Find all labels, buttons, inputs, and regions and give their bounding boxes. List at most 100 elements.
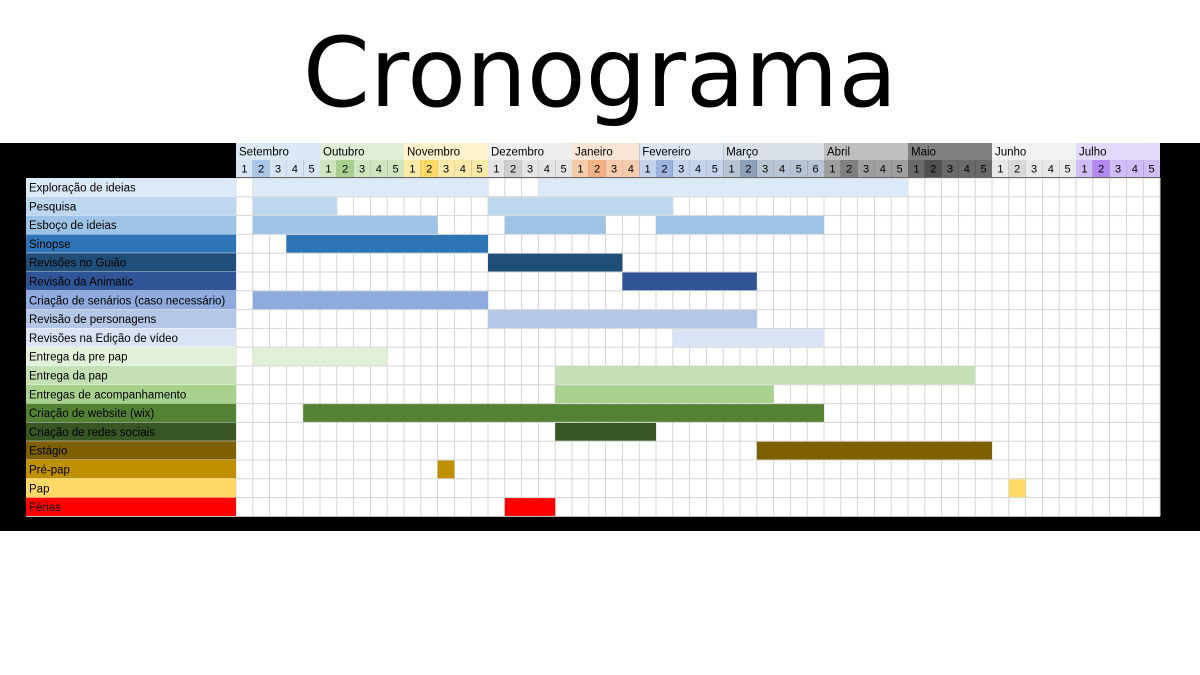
week-label: 1 [325,164,331,176]
week-header-cell [269,160,287,177]
week-header-cell [790,160,808,177]
week-header-cell [740,160,757,177]
week-header-cell [286,160,304,177]
month-label: Novembro [407,147,460,159]
week-label: 3 [762,164,768,176]
week-label: 1 [829,164,835,176]
task-label: Férias [29,502,61,514]
task-bar [538,178,908,197]
month-header-cell [404,143,488,160]
task-label: Pesquisa [29,201,77,213]
task-bar [622,272,757,291]
week-header-cell [420,160,438,177]
task-label-cell [26,403,236,423]
week-label: 1 [1081,164,1087,176]
task-bar [756,441,992,460]
week-header-cell [639,160,656,177]
week-label: 2 [846,164,852,176]
task-label-cell [26,328,236,348]
week-header-cell [538,160,556,177]
week-header-cell [857,160,875,177]
month-label: Março [726,147,758,159]
task-label-cell [26,272,236,291]
task-bar [488,310,757,328]
week-label: 5 [897,164,903,176]
task-bar [252,291,488,310]
week-label: 2 [342,164,348,176]
task-bar [555,366,976,385]
week-header-cell [572,160,589,177]
week-label: 5 [796,164,802,176]
week-label: 1 [645,164,651,176]
week-header-cell [454,160,472,177]
week-label: 2 [426,164,432,176]
task-bar [488,197,673,216]
month-header-cell [992,143,1076,160]
task-label: Criação de redes sociais [29,427,155,439]
week-header-cell [588,160,606,177]
week-header-cell [908,160,925,177]
week-label: 2 [258,164,264,176]
week-label: 2 [745,164,751,176]
week-label: 6 [813,164,819,176]
week-header-cell [840,160,858,177]
week-header-cell [924,160,942,177]
month-label: Abril [827,147,850,159]
week-label: 3 [359,164,365,176]
week-label: 5 [309,164,315,176]
task-label: Revisões no Guião [29,258,126,270]
week-header-cell [1025,160,1043,177]
task-label-cell [26,497,236,517]
task-bar [488,253,623,272]
task-bar [252,216,438,234]
task-label-cell [26,178,236,197]
week-label: 4 [544,164,550,176]
week-header-cell [320,160,337,177]
month-label: Setembro [239,147,289,159]
week-label: 4 [1048,164,1054,176]
task-label-cell [26,384,236,404]
month-header-cell [572,143,640,160]
week-header-cell [555,160,572,177]
task-bar [303,404,824,422]
task-label-cell [26,290,236,310]
week-label: 1 [577,164,583,176]
week-label: 1 [409,164,415,176]
week-label: 1 [241,164,247,176]
task-bar [286,234,488,253]
week-header-cell [656,160,673,177]
week-label: 4 [964,164,970,176]
week-header-cell [236,160,253,177]
task-bar [656,216,824,234]
task-bar [555,385,774,404]
task-label: Criação de senários (caso necessário) [29,295,225,307]
week-label: 4 [695,164,701,176]
month-header-cell [1076,143,1160,160]
week-header-cell [1059,160,1076,177]
week-label: 3 [1031,164,1037,176]
week-header-cell [1076,160,1093,177]
task-label-cell [26,196,236,216]
week-label: 3 [527,164,533,176]
week-label: 2 [1098,164,1104,176]
task-label-cell [26,422,236,442]
week-label: 2 [930,164,936,176]
month-header-cell [908,143,992,160]
week-label: 4 [376,164,382,176]
week-header-cell [723,160,740,177]
week-label: 2 [510,164,516,176]
task-label: Esboço de ideias [29,220,117,232]
week-header-cell [672,160,690,177]
month-header-cell [236,143,320,160]
week-label: 3 [275,164,281,176]
month-label: Outubro [323,147,365,159]
week-header-cell [471,160,488,177]
week-label: 5 [477,164,483,176]
task-label-cell [26,478,236,498]
week-header-cell [807,160,824,177]
week-header-cell [874,160,892,177]
week-header-cell [1109,160,1127,177]
month-label: Julho [1079,147,1107,159]
week-label: 3 [947,164,953,176]
week-label: 4 [292,164,298,176]
